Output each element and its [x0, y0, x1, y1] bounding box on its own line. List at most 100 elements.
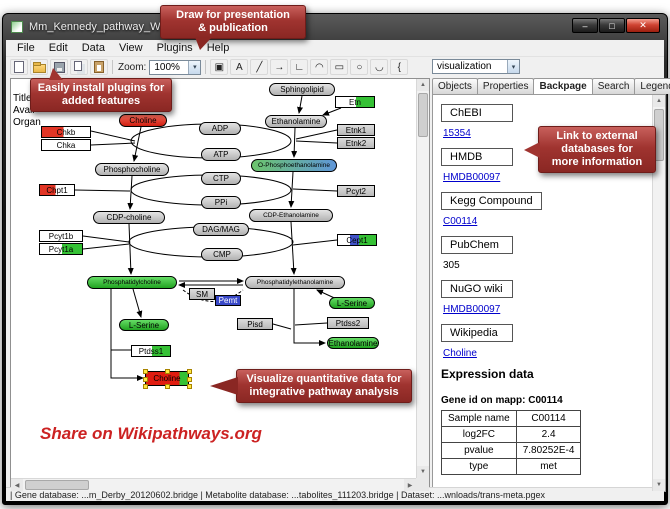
- label-tool[interactable]: A: [230, 59, 249, 75]
- pathway-node-pisd[interactable]: Pisd: [237, 318, 273, 330]
- pathway-node-pemt[interactable]: Pemt: [215, 295, 241, 306]
- elbow-tool[interactable]: ∟: [290, 59, 309, 75]
- canvas-vertical-scrollbar[interactable]: ▲ ▼: [416, 79, 429, 478]
- scroll-down-icon[interactable]: ▼: [417, 466, 429, 478]
- scrollbar-thumb[interactable]: [418, 93, 428, 137]
- pathway-node-ptdss1[interactable]: Ptdss1: [131, 345, 171, 357]
- pathway-node-l-serine[interactable]: L-Serine: [119, 319, 169, 331]
- database-header: Kegg Compound: [441, 192, 542, 210]
- database-link[interactable]: Choline: [443, 348, 477, 359]
- scroll-down-icon[interactable]: ▼: [653, 479, 665, 491]
- datanode-tool[interactable]: ▣: [210, 59, 229, 75]
- pathway-node-phosphatidylethanolamine[interactable]: Phosphatidylethanolamine: [245, 276, 345, 289]
- pathway-node-cmp[interactable]: CMP: [201, 248, 243, 261]
- tab-search[interactable]: Search: [591, 78, 636, 94]
- pathway-node-etnk1[interactable]: Etnk1: [337, 124, 375, 136]
- scroll-up-icon[interactable]: ▲: [653, 95, 665, 107]
- copy-button[interactable]: [70, 59, 88, 75]
- selection-handle[interactable]: [187, 376, 192, 382]
- selection-handle[interactable]: [165, 384, 170, 389]
- close-button[interactable]: ✕: [626, 18, 660, 33]
- pathway-node-cdp-choline[interactable]: CDP-choline: [93, 211, 165, 224]
- pathway-node-phosphatidylcholine[interactable]: Phosphatidylcholine: [87, 276, 177, 289]
- pathway-node-ppi[interactable]: PPi: [201, 196, 241, 209]
- arc-tool[interactable]: ◡: [370, 59, 389, 75]
- selection-handle[interactable]: [143, 384, 148, 389]
- pathway-node-sphingolipid[interactable]: Sphingolipid: [269, 83, 335, 96]
- pathway-node-cept1[interactable]: Cept1: [337, 234, 377, 246]
- pathway-node-phosphocholine[interactable]: Phosphocholine: [95, 163, 169, 176]
- visualization-select[interactable]: visualization ▾: [432, 59, 520, 74]
- maximize-button[interactable]: □: [599, 18, 625, 33]
- pathway-node-ethanolamine[interactable]: Ethanolamine: [327, 337, 379, 349]
- pathway-node-chpt1[interactable]: Chpt1: [39, 184, 75, 196]
- pathway-node-etn[interactable]: Etn: [335, 96, 375, 108]
- arrow-tool[interactable]: →: [270, 59, 289, 75]
- tab-legend[interactable]: Legend: [634, 78, 670, 94]
- selection-handle[interactable]: [143, 369, 148, 374]
- pathway-node-ethanolamine[interactable]: Ethanolamine: [265, 115, 327, 128]
- minimize-button[interactable]: –: [572, 18, 598, 33]
- new-button[interactable]: [10, 59, 28, 75]
- pathway-node-pcyt1a[interactable]: Pcyt1a: [39, 243, 83, 255]
- selection-handle[interactable]: [187, 384, 192, 389]
- database-link[interactable]: HMDB00097: [443, 304, 501, 315]
- pathway-node-dag-mag[interactable]: DAG/MAG: [193, 223, 249, 236]
- pathway-node-atp[interactable]: ATP: [201, 148, 241, 161]
- paste-icon: [94, 61, 104, 73]
- pathway-node-adp[interactable]: ADP: [199, 122, 241, 135]
- brace-tool[interactable]: {: [390, 59, 409, 75]
- pathway-node-o-phosphoethanolamine[interactable]: O-Phosphoethanolamine: [251, 159, 337, 172]
- canvas-horizontal-scrollbar[interactable]: ◀ ▶: [11, 478, 416, 491]
- pathway-node-ctp[interactable]: CTP: [201, 172, 241, 185]
- tab-objects[interactable]: Objects: [432, 78, 478, 94]
- pathway-node-pcyt2[interactable]: Pcyt2: [337, 185, 375, 197]
- zoom-select[interactable]: 100% ▾: [149, 59, 202, 75]
- selection-handle[interactable]: [143, 376, 148, 382]
- database-link[interactable]: C00114: [443, 216, 478, 227]
- menu-help[interactable]: Help: [206, 42, 230, 54]
- selection-handle[interactable]: [165, 369, 170, 374]
- scroll-right-icon[interactable]: ▶: [404, 479, 416, 491]
- open-button[interactable]: [30, 59, 48, 75]
- callout-pointer-icon: [210, 377, 238, 395]
- pathway-node-choline[interactable]: Choline: [119, 114, 167, 127]
- menu-view[interactable]: View: [118, 42, 143, 54]
- menu-edit[interactable]: Edit: [48, 42, 68, 54]
- scroll-up-icon[interactable]: ▲: [417, 79, 429, 91]
- scrollbar-thumb[interactable]: [25, 480, 89, 490]
- pathway-node-etnk2[interactable]: Etnk2: [337, 137, 375, 149]
- pathway-node-chka[interactable]: Chka: [41, 139, 91, 151]
- pathway-node-sm[interactable]: SM: [189, 288, 215, 300]
- menu-file[interactable]: File: [17, 42, 35, 54]
- tab-backpage[interactable]: Backpage: [533, 78, 593, 94]
- pathway-node-ptdss2[interactable]: Ptdss2: [327, 317, 369, 329]
- tab-properties[interactable]: Properties: [476, 78, 535, 94]
- rect-tool[interactable]: ▭: [330, 59, 349, 75]
- panel-vertical-scrollbar[interactable]: ▲ ▼: [652, 95, 665, 491]
- node-label: Ethanolamine: [271, 117, 321, 126]
- menu-data[interactable]: Data: [81, 42, 105, 54]
- database-link[interactable]: HMDB00097: [443, 172, 501, 183]
- toolbar-separator: [205, 60, 207, 74]
- pathway-node-l-serine[interactable]: L-Serine: [329, 297, 375, 309]
- scroll-left-icon[interactable]: ◀: [11, 479, 23, 491]
- menu-plugins[interactable]: Plugins: [156, 42, 193, 54]
- callout-pointer-icon: [195, 37, 212, 50]
- pathway-node-pcyt1b[interactable]: Pcyt1b: [39, 230, 83, 242]
- paste-button[interactable]: [90, 59, 108, 75]
- pathway-node-chkb[interactable]: Chkb: [41, 126, 91, 138]
- pathway-node-choline[interactable]: Choline: [143, 369, 192, 389]
- line-tool[interactable]: ╱: [250, 59, 269, 75]
- oval-tool[interactable]: ○: [350, 59, 369, 75]
- curve-tool[interactable]: ◠: [310, 59, 329, 75]
- node-label: CMP: [213, 250, 231, 259]
- selection-handle[interactable]: [187, 369, 192, 374]
- pathway-node-cdp-ethanolamine[interactable]: CDP-Ethanolamine: [249, 209, 333, 222]
- database-link[interactable]: 15354: [443, 128, 471, 139]
